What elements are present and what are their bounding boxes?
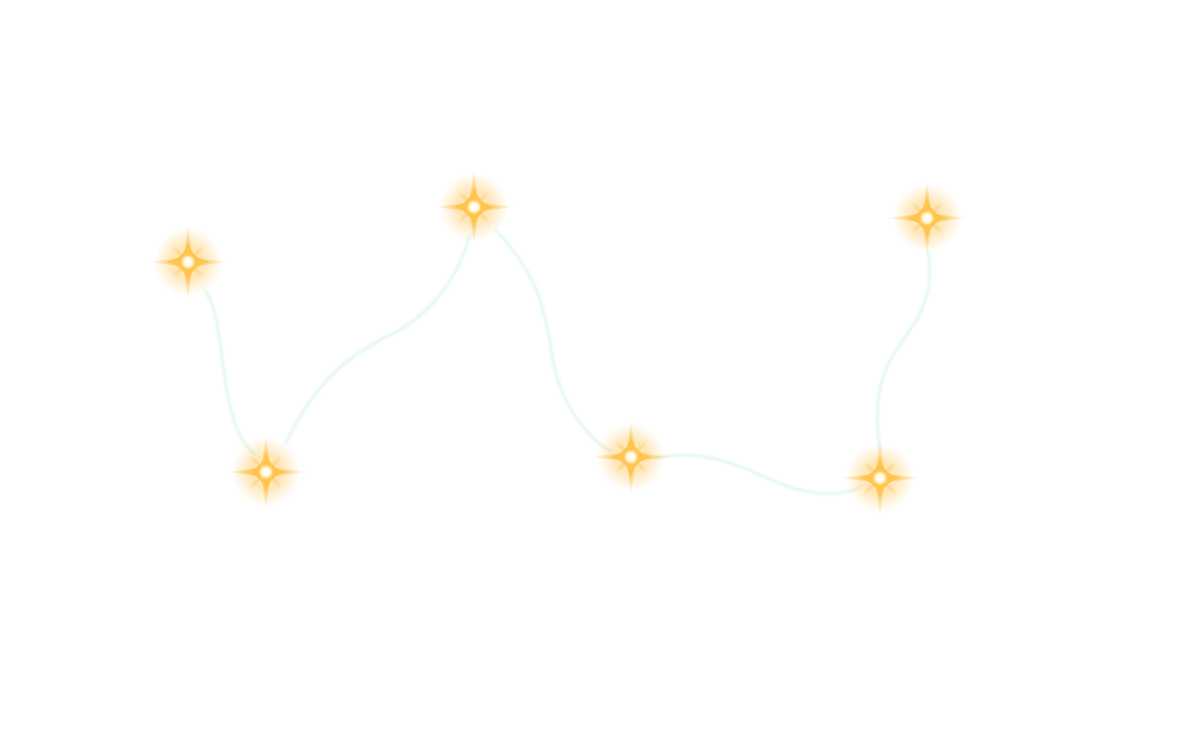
star-sparkle-icon (840, 440, 920, 516)
constellation-path-segment-4 (654, 453, 863, 496)
star-group (148, 169, 967, 516)
constellation-path-segment-2 (283, 234, 472, 446)
star-sparkle-icon (434, 169, 514, 245)
star-sparkle-icon (226, 434, 306, 510)
constellation-path-segment-5 (875, 249, 932, 451)
star-sparkle-icon (887, 180, 967, 256)
star-sparkle-icon (591, 419, 671, 495)
star-sparkle-icon (148, 224, 228, 300)
constellation-path-group (203, 228, 932, 496)
constellation-path-segment-3 (493, 228, 613, 454)
constellation-path-segment-1 (203, 289, 256, 457)
